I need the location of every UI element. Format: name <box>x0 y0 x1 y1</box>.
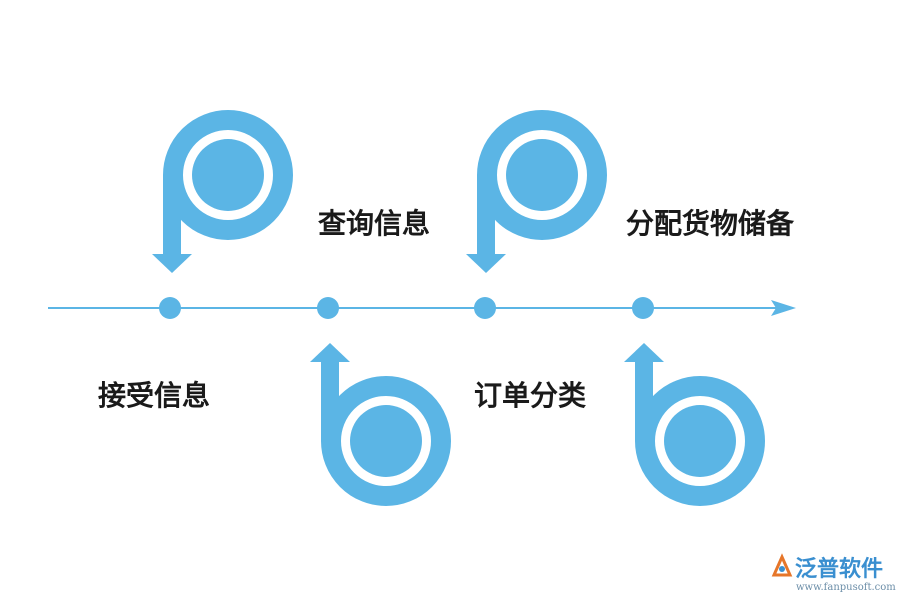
timeline-node-2 <box>317 297 339 319</box>
step-4-b-icon <box>624 343 765 506</box>
brand-logo: 泛普软件 www.fanpusoft.com <box>771 553 896 593</box>
brand-logo-mark-icon <box>771 553 793 577</box>
timeline-arrowhead <box>771 300 796 316</box>
step-2-b-icon <box>310 343 451 506</box>
step-2-label: 查询信息 <box>318 207 430 240</box>
brand-logo-name: 泛普软件 <box>795 556 883 582</box>
brand-logo-url: www.fanpusoft.com <box>796 582 896 593</box>
timeline-node-3 <box>474 297 496 319</box>
step-1-label: 接受信息 <box>98 379 210 412</box>
step-3-p-icon <box>466 110 607 273</box>
timeline-node-1 <box>159 297 181 319</box>
step-1-p-icon <box>152 110 293 273</box>
step-3-label: 订单分类 <box>474 379 586 412</box>
timeline-node-4 <box>632 297 654 319</box>
step-4-label: 分配货物储备 <box>626 207 795 240</box>
